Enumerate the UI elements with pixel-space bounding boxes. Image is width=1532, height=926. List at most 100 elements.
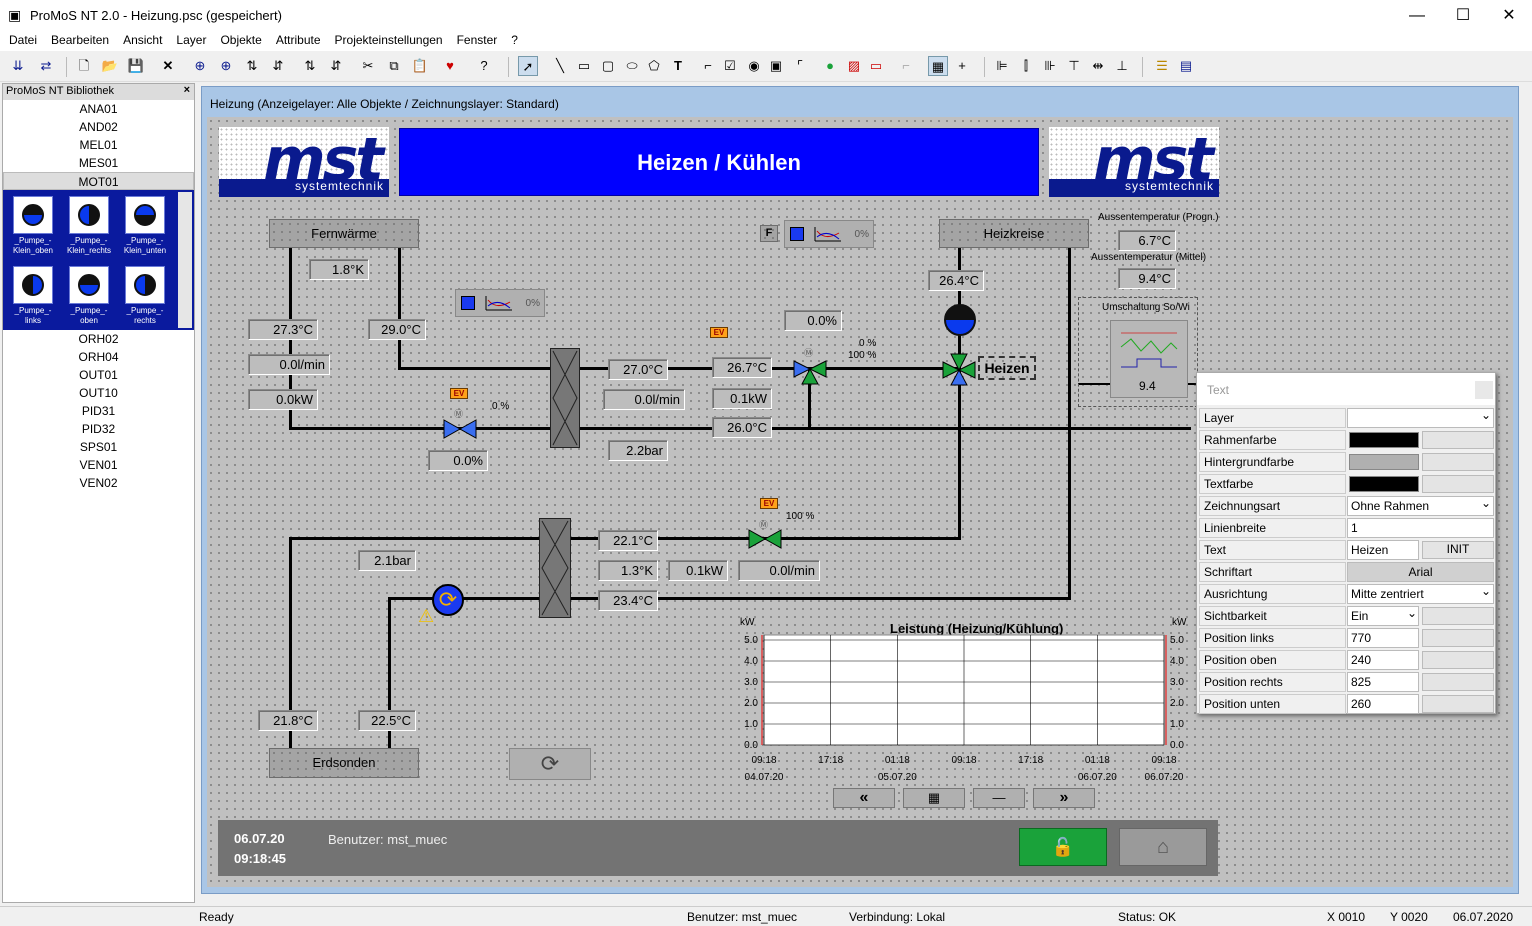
rect-tool-icon[interactable]: ▭ [577,58,591,73]
library-item[interactable]: ORH04 [78,350,119,364]
list-view-icon[interactable]: ☰ [1156,58,1168,73]
color-swatch[interactable] [1349,454,1419,470]
value-display[interactable]: 0.0kW [248,389,318,410]
value-display[interactable]: 23.4°C [598,590,658,611]
library-item[interactable]: VEN02 [79,476,118,490]
pid-controller[interactable]: 0% [784,220,874,248]
library-close-button[interactable]: × [183,84,190,96]
pump-symbol[interactable]: _Pumpe_-Klein_oben [8,194,58,256]
value-display[interactable]: 26.7°C [712,357,772,378]
align-middle-icon[interactable]: ⇹ [1092,58,1104,73]
property-value[interactable] [1347,408,1494,428]
chart-next-button[interactable]: » [1033,788,1095,808]
library-item[interactable]: ANA01 [79,102,118,116]
value-display[interactable]: 27.3°C [248,319,318,340]
library-item[interactable]: PID31 [81,404,116,418]
color-picker-button[interactable] [1422,431,1494,449]
open-file-icon[interactable]: 📂 [101,58,119,73]
library-item[interactable]: MES01 [78,156,119,170]
checkbox-tool-icon[interactable]: ☑ [724,58,736,73]
crosshair-icon[interactable]: + [958,58,966,73]
pid-controller[interactable]: 0% [455,289,545,317]
library-item[interactable]: PID32 [81,422,116,436]
library-item[interactable]: OUT10 [79,386,118,400]
sync-pump-icon[interactable]: ⟳ [432,584,464,616]
chevron-down-icon[interactable]: ⌄ [1481,496,1492,510]
pump-symbol[interactable]: _Pumpe_-rechts [120,264,170,326]
pointer-tool-icon[interactable]: ➚ [518,56,538,76]
value-display[interactable]: 26.4°C [928,270,984,291]
valve-icon[interactable] [747,528,783,550]
erdsonden-box[interactable]: Erdsonden [269,748,419,778]
pump-symbol[interactable]: _Pumpe_-links [8,264,58,326]
pump-symbol[interactable]: _Pumpe_-Klein_unten [120,194,170,256]
pump-symbol[interactable]: _Pumpe_-Klein_rechts [64,194,114,256]
fernwaerme-box[interactable]: Fernwärme [269,219,419,248]
chevron-down-icon[interactable]: ⌄ [1407,606,1418,620]
heat-exchanger-icon[interactable] [550,348,580,448]
property-value[interactable]: Heizen [1347,540,1419,560]
value-display[interactable]: 1.3°K [598,560,658,581]
init-button[interactable]: INIT [1422,541,1494,559]
chart-calendar-button[interactable]: ▦ [903,788,965,808]
pump-icon[interactable] [944,304,976,336]
color-swatch[interactable] [1349,432,1419,448]
value-display[interactable]: 22.5°C [358,710,416,731]
home-button[interactable]: ⌂ [1119,828,1207,866]
align-bottom-icon[interactable]: ⊥ [1116,58,1128,73]
menu-datei[interactable]: Datei [9,33,38,47]
f-button[interactable]: F [760,225,778,242]
trend-tool-icon[interactable]: ▨ [847,58,861,73]
dms-connect-icon[interactable]: ⇊ [12,58,24,73]
heizen-text-selected[interactable]: Heizen [978,356,1036,380]
align-left-icon[interactable]: ⊫ [996,58,1008,73]
image-tool-icon[interactable]: ▣ [769,58,783,73]
heart-icon[interactable]: ♥ [446,58,454,73]
property-value[interactable]: Mitte zentriert [1347,584,1494,604]
maximize-button[interactable]: ☐ [1455,7,1471,24]
symbol6-icon[interactable]: ⇵ [330,58,342,73]
three-way-valve-icon[interactable] [941,352,977,386]
library-item-selected[interactable]: MOT01 [3,172,194,190]
value-display[interactable]: 0.0l/min [603,389,685,410]
menu-bearbeiten[interactable]: Bearbeiten [51,33,110,47]
umschaltung-widget[interactable]: 9.4 [1110,320,1188,398]
value-display[interactable]: 0.0% [428,450,488,471]
delete-icon[interactable]: ✕ [162,58,174,73]
menu-objekte[interactable]: Objekte [220,33,262,47]
paste-icon[interactable]: 📋 [411,58,429,73]
value-display[interactable]: 22.1°C [598,530,658,551]
ellipse-tool-icon[interactable]: ⬭ [626,58,638,73]
property-value[interactable]: 825 [1347,672,1419,692]
heizkreise-box[interactable]: Heizkreise [939,219,1089,248]
symbol2-icon[interactable]: ⊕ [220,58,232,73]
menu-fenster[interactable]: Fenster [456,33,498,47]
property-value[interactable]: 770 [1347,628,1419,648]
library-item[interactable]: SPS01 [79,440,118,454]
line-tool-icon[interactable]: ╲ [556,58,564,73]
library-item[interactable]: AND02 [79,120,118,134]
value-display[interactable]: 0.0l/min [248,354,330,375]
chart-prev-button[interactable]: « [833,788,895,808]
property-value[interactable]: 1 [1347,518,1494,538]
symbol3-icon[interactable]: ⇅ [246,58,258,73]
color-swatch[interactable] [1349,476,1419,492]
value-display[interactable]: 29.0°C [368,319,426,340]
menu-projekteinstellungen[interactable]: Projekteinstellungen [334,33,443,47]
library-item[interactable]: ORH02 [78,332,119,346]
library-item[interactable]: VEN01 [79,458,118,472]
refresh-button[interactable]: ⟳ [509,748,591,780]
property-value[interactable]: 260 [1347,694,1419,714]
menu-layer[interactable]: Layer [176,33,207,47]
align-center-icon[interactable]: ⫿ [1023,58,1029,73]
library-item[interactable]: OUT01 [79,368,118,382]
value-display[interactable]: 9.4°C [1118,268,1176,289]
help-icon[interactable]: ? [480,58,488,73]
value-display[interactable]: 2.1bar [358,550,416,571]
frame-tool-icon[interactable]: ⌜ [796,58,804,73]
disabled-tool-icon[interactable]: ⌐ [902,58,910,73]
pump-symbol[interactable]: _Pumpe_-oben [64,264,114,326]
cut-icon[interactable]: ✂ [362,58,374,73]
heat-exchanger-icon[interactable] [539,518,571,618]
color-picker-button[interactable] [1422,475,1494,493]
